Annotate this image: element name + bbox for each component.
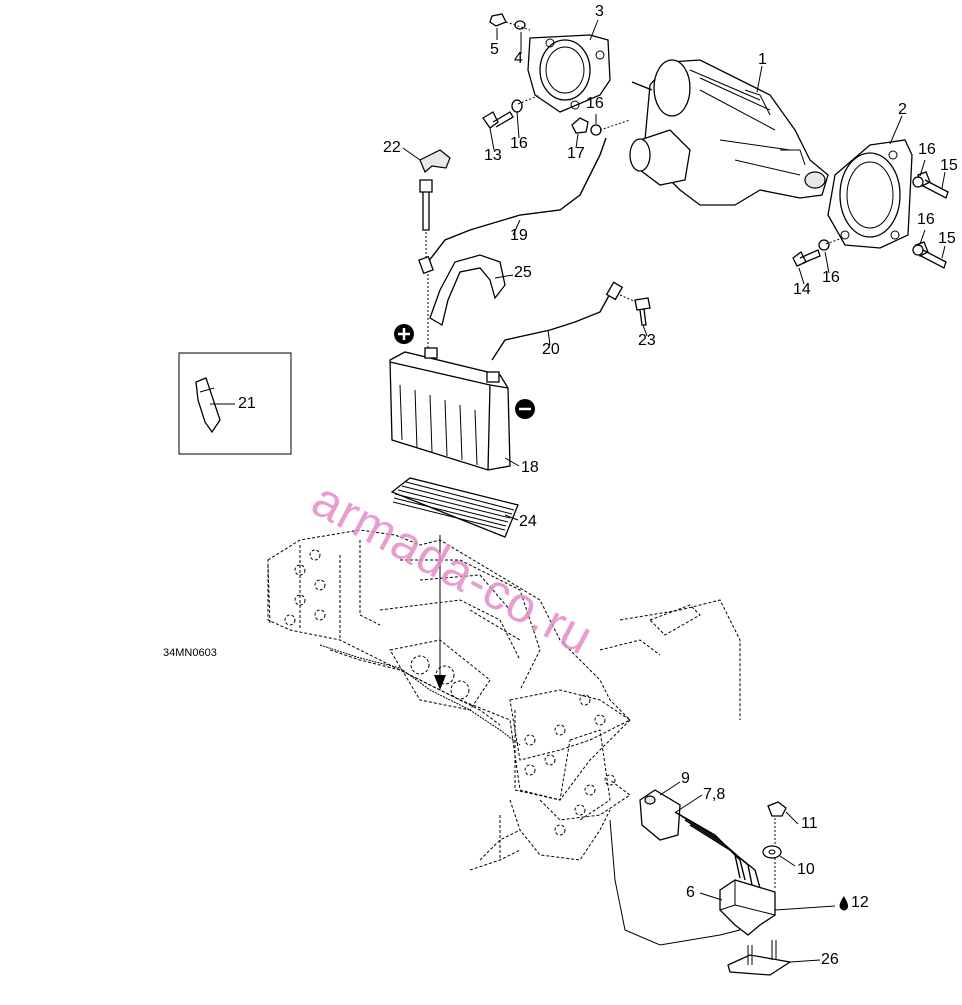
callout-15-lower: 15 [938, 230, 956, 247]
figure-code: 34MN0603 [163, 647, 217, 659]
callout-16-bottom: 16 [822, 269, 840, 286]
callout-17: 17 [567, 145, 585, 162]
terminal-cap [419, 149, 451, 173]
grease-drop-icon [839, 896, 848, 911]
callout-16-right-upper: 16 [918, 141, 936, 158]
callout-16-right-lower: 16 [917, 211, 935, 228]
callout-2: 2 [898, 101, 907, 118]
washer-10 [762, 845, 782, 859]
callout-18: 18 [521, 459, 539, 476]
voltage-regulator [639, 789, 776, 936]
cable-tie-inset [178, 352, 292, 455]
callout-13: 13 [484, 147, 502, 164]
positive-cable [427, 137, 607, 263]
wire-to-frame [609, 819, 741, 946]
callout-16-left: 16 [510, 135, 528, 152]
callout-5: 5 [490, 41, 499, 58]
vehicle-frame [267, 529, 741, 871]
callout-26: 26 [821, 951, 839, 968]
mounting-plate-3 [527, 34, 611, 113]
callout-1: 1 [758, 51, 767, 68]
callout-23: 23 [638, 332, 656, 349]
battery-strap [429, 254, 506, 327]
callout-6: 6 [686, 884, 695, 901]
negative-symbol [515, 399, 535, 419]
hardware [482, 13, 949, 269]
callout-16-mid: 16 [586, 95, 604, 112]
battery-pad [390, 477, 519, 538]
mounting-plate-2 [827, 139, 913, 249]
callout-9: 9 [681, 770, 690, 787]
callout-14: 14 [793, 281, 811, 298]
callout-12: 12 [851, 894, 869, 911]
callout-19: 19 [510, 227, 528, 244]
callout-4: 4 [514, 50, 523, 67]
bolt-23 [634, 297, 651, 326]
callout-3: 3 [595, 3, 604, 20]
leader-lines [210, 19, 946, 963]
callout-11: 11 [801, 815, 818, 832]
positive-symbol [394, 324, 414, 344]
spacer-26 [727, 940, 792, 976]
callout-7-8: 7,8 [703, 786, 726, 803]
callout-21: 21 [238, 395, 256, 412]
starter-motor [629, 59, 829, 206]
callout-10: 10 [797, 861, 815, 878]
battery [389, 347, 511, 471]
callout-15-upper: 15 [940, 157, 958, 174]
callout-24: 24 [519, 513, 537, 530]
callout-25: 25 [514, 264, 532, 281]
negative-cable [491, 289, 613, 361]
callout-20: 20 [542, 341, 560, 358]
terminal-bolt [419, 179, 433, 231]
nut-11 [767, 801, 787, 817]
callout-22: 22 [383, 139, 401, 156]
